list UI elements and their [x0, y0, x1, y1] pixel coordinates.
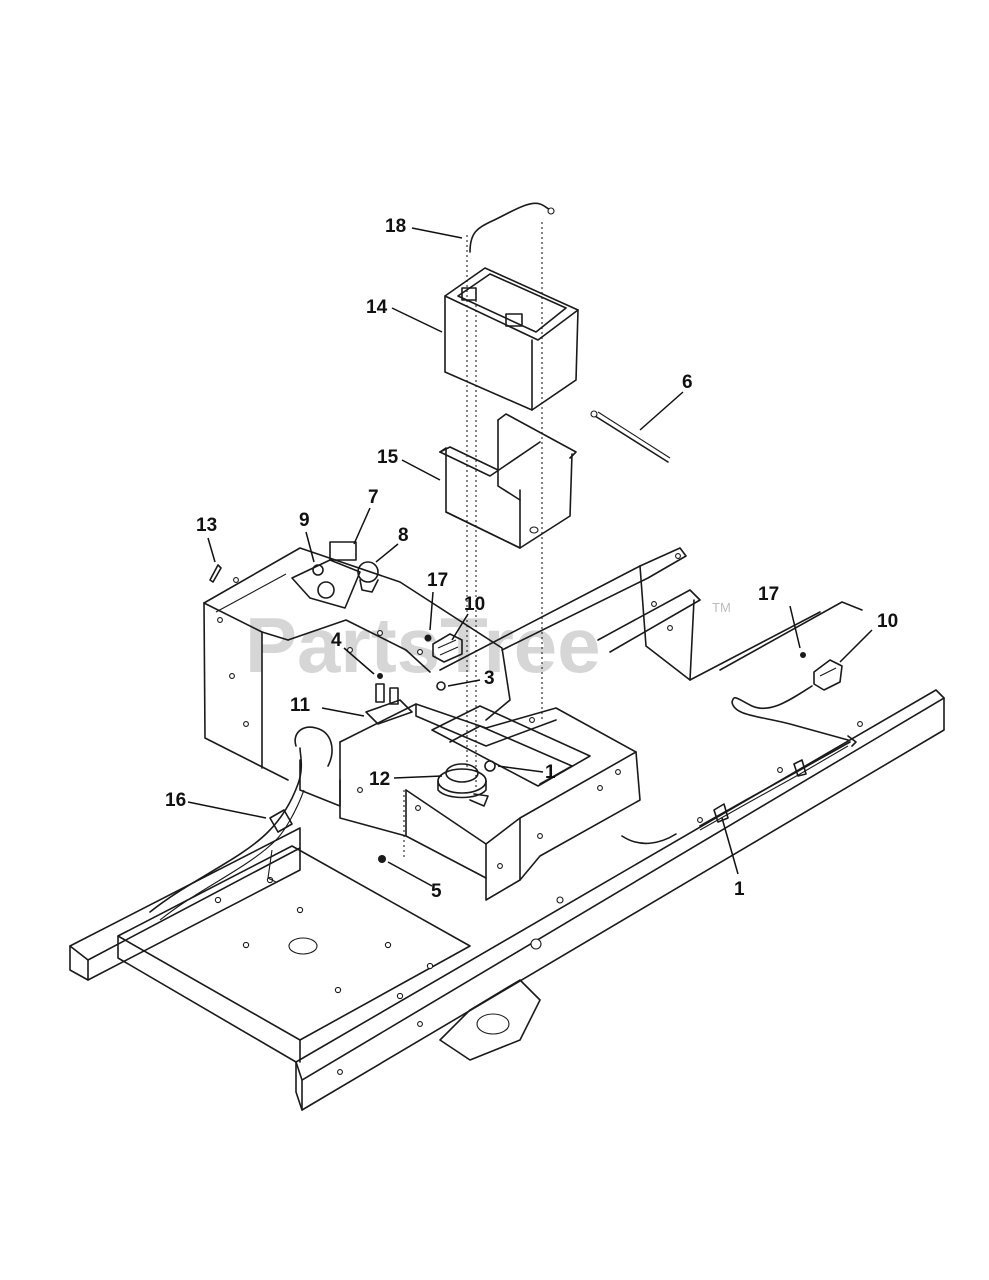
callout-5: 5 [431, 881, 442, 902]
callout-11: 11 [290, 695, 311, 716]
wire-harness-left [149, 747, 305, 921]
screw-1a [484, 760, 496, 772]
indicator-light-7 [329, 541, 357, 561]
relay-bracket [365, 673, 446, 725]
callout-10-right: 10 [877, 611, 898, 632]
battery [444, 267, 579, 411]
callout-17-right: 17 [758, 584, 779, 605]
screw-17a [424, 634, 432, 642]
throttle-knob-8 [357, 561, 379, 583]
battery-tray [439, 413, 577, 549]
watermark-trademark: TM [712, 600, 731, 615]
hour-meter [317, 581, 335, 599]
callout-7: 7 [368, 487, 379, 508]
horn-buzzer [437, 760, 496, 807]
battery-cable [469, 202, 553, 253]
watermark: PartsTree [245, 601, 601, 689]
harness-clip-16 [269, 809, 293, 833]
wire-harness-right [621, 685, 857, 845]
callout-13: 13 [196, 515, 217, 536]
callout-3: 3 [484, 668, 495, 689]
callout-14: 14 [366, 297, 388, 318]
callout-17-left: 17 [427, 570, 448, 591]
callout-4: 4 [331, 630, 342, 651]
battery-terminal-positive [461, 287, 477, 301]
callout-labels: 18 14 6 15 13 9 7 8 17 10 4 3 11 12 1 16… [165, 216, 898, 902]
harness-clip-1b [713, 803, 729, 823]
callout-9: 9 [299, 510, 310, 531]
battery-terminal-negative [505, 313, 523, 327]
pin [209, 564, 222, 583]
seat-switch-left [432, 633, 463, 663]
screw-17b [800, 652, 806, 658]
leader-lines [187, 227, 873, 887]
key-switch-9 [312, 564, 324, 576]
seat-pan-body [203, 541, 511, 781]
hold-down-rod [590, 410, 671, 463]
callout-18: 18 [385, 216, 406, 237]
callout-1-center: 1 [545, 762, 556, 783]
battery-cable-terminal [547, 207, 555, 215]
callout-12: 12 [369, 769, 390, 790]
callout-8: 8 [398, 525, 409, 546]
callout-15: 15 [377, 447, 399, 468]
chassis-frame [69, 547, 945, 1111]
control-panel [291, 559, 361, 609]
nut-5 [378, 855, 386, 863]
callout-10-left: 10 [464, 594, 485, 615]
callout-16: 16 [165, 790, 186, 811]
callout-6: 6 [682, 372, 693, 393]
alignment-lines [403, 222, 543, 860]
nut-3 [436, 681, 446, 691]
seat-switch-right [813, 659, 843, 691]
callout-1-right: 1 [734, 879, 745, 900]
